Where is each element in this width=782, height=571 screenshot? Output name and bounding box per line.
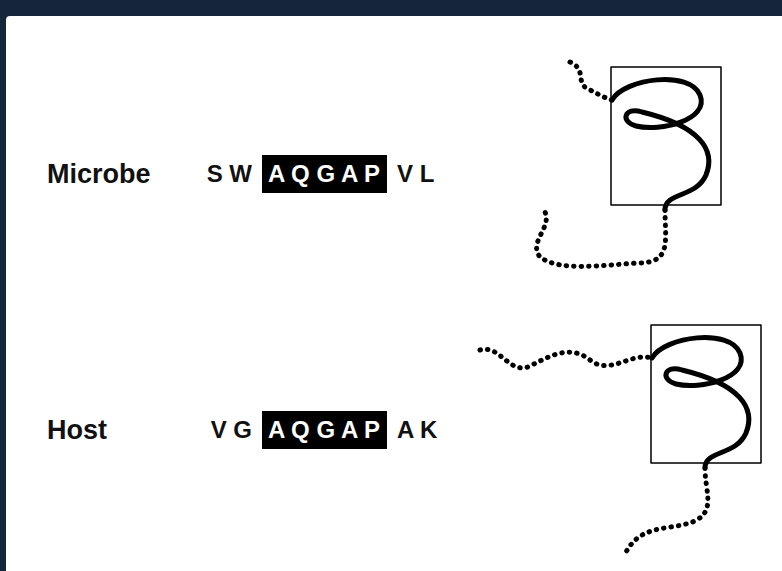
dashed-chain (537, 210, 666, 266)
row-label: Host (47, 417, 107, 444)
epitope-residues: A Q G A P (268, 418, 381, 442)
sequence-residues: S W (207, 162, 252, 186)
dashed-chain (624, 468, 708, 556)
sequence-residues: V G (211, 418, 252, 442)
dashed-chain (480, 349, 652, 368)
background-panel (6, 16, 782, 571)
epitope-residues: A Q G A P (268, 162, 381, 186)
sequence-residues: A K (397, 418, 437, 442)
sequence-residues: V L (397, 162, 434, 186)
microbe-protein (537, 62, 721, 266)
solid-chain (652, 338, 749, 468)
shared-epitope-box: A Q G A P (262, 411, 387, 449)
shared-epitope-box: A Q G A P (262, 155, 387, 193)
host-protein (480, 325, 761, 556)
dashed-chain (570, 62, 612, 100)
row-label: Microbe (47, 161, 151, 188)
solid-chain (612, 80, 709, 210)
